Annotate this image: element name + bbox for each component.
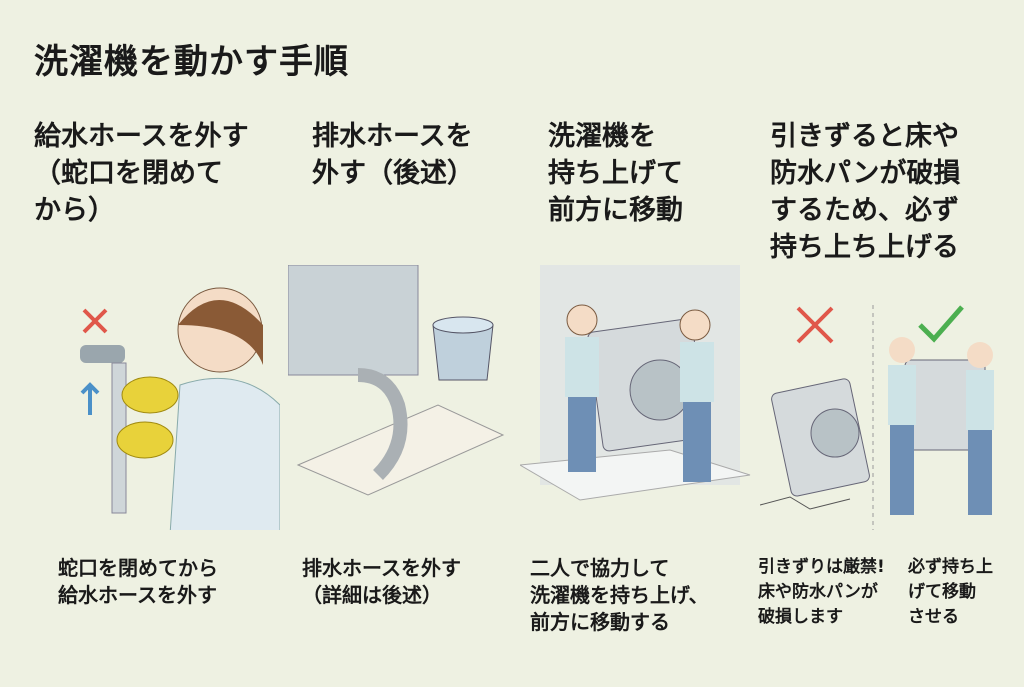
step-2-caption: 排水ホースを外す （詳細は後述） xyxy=(302,556,461,607)
illustration-drain-hose xyxy=(288,265,518,530)
cross-icon xyxy=(82,308,108,334)
page-title: 洗濯機を動かす手順 xyxy=(34,42,349,82)
step-3-caption: 二人で協力して 洗濯機を持ち上げ、 前方に移動する xyxy=(530,556,709,634)
step-1-caption: 蛇口を閉めてから 給水ホースを外す xyxy=(58,556,218,607)
step-4-heading-text: 引きずると床や 防水パンが破損 するため、必ず 持ち上ち上げる xyxy=(770,121,961,263)
cross-icon xyxy=(796,306,834,344)
illustration-drag-vs-lift xyxy=(760,265,1024,530)
step-2-heading: 排水ホースを 外す（後述） xyxy=(312,118,552,192)
arrow-up-icon xyxy=(80,382,100,415)
step-1-heading: 給水ホースを外す （蛇口を閉めて から） xyxy=(34,118,274,229)
step-3-heading: 洗濯機を 持ち上げて 前方に移動 xyxy=(548,118,788,229)
step-3-heading-text: 洗濯機を 持ち上げて 前方に移動 xyxy=(548,121,683,226)
step-4-caption-good: 必ず持ち上 げて移動 させる xyxy=(908,557,993,627)
check-icon xyxy=(918,305,964,343)
step-1-heading-text: 給水ホースを外す （蛇口を閉めて から） xyxy=(34,121,249,226)
illustration-lift-washer xyxy=(520,265,760,530)
step-2-heading-text: 排水ホースを 外す（後述） xyxy=(312,121,474,189)
step-4-caption-bad: 引きずりは厳禁! 床や防水パンが 破損します xyxy=(758,557,885,627)
step-4-heading: 引きずると床や 防水パンが破損 するため、必ず 持ち上ち上げる xyxy=(770,118,1024,266)
illustration-faucet-hose xyxy=(40,265,280,530)
